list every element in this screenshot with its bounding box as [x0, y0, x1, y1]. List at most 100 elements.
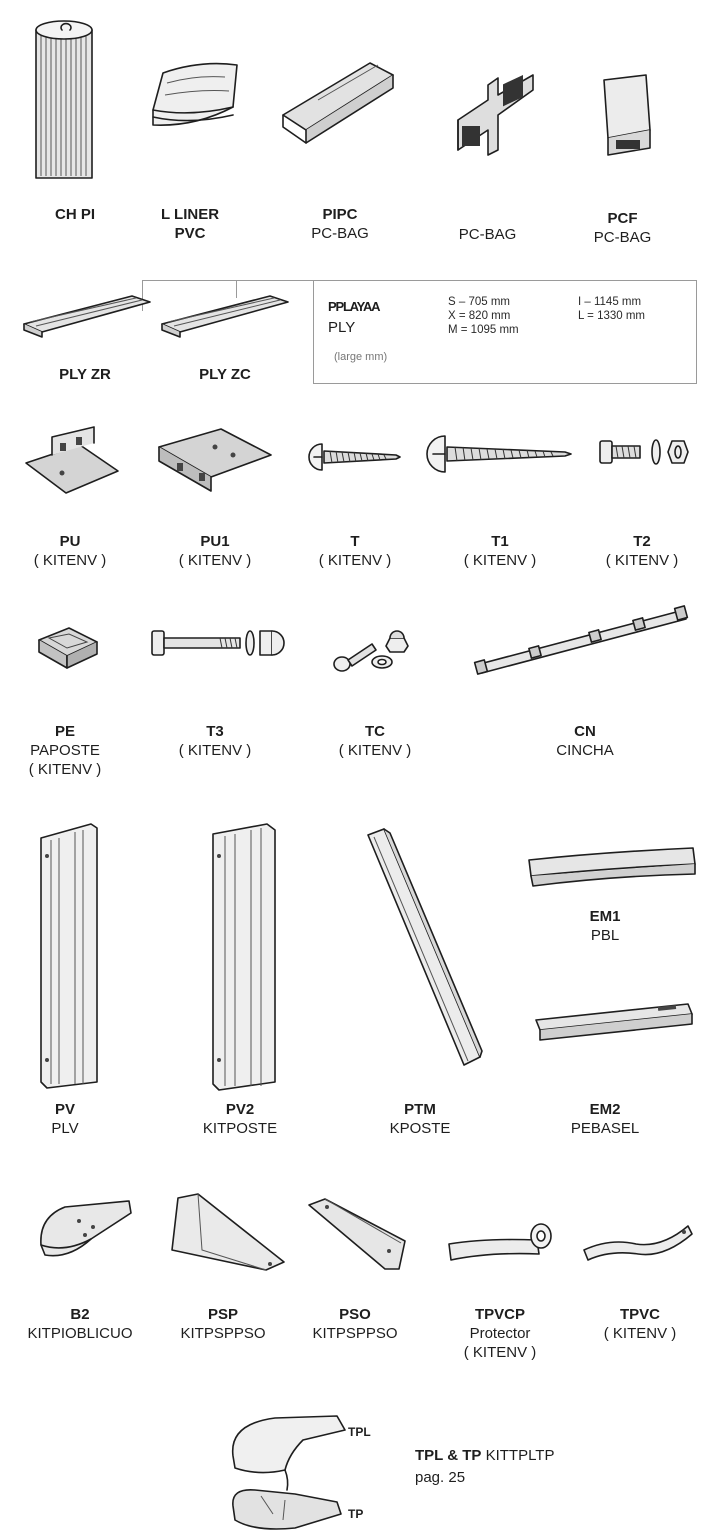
label-pe-sub2: ( KITENV ): [28, 761, 102, 778]
label-tc: TC ( KITENV ): [325, 722, 425, 760]
label-pc-bag-sub: PC-BAG: [458, 226, 517, 243]
label-pso-sub: KITPSPPSO: [312, 1325, 398, 1342]
label-tpvcp: TPVCP Protector ( KITENV ): [445, 1305, 555, 1362]
pso-bracket-image: [308, 1198, 406, 1270]
label-ptm: PTM KPOSTE: [370, 1100, 470, 1138]
pcf-profile-image: [603, 74, 651, 156]
tpvc-strip-image: [583, 1225, 693, 1261]
tc-bolt-set-image: [333, 630, 409, 672]
label-tpvc-code: TPVC: [619, 1306, 660, 1323]
label-pcf-code: PCF: [607, 210, 638, 227]
label-pso-code: PSO: [339, 1306, 371, 1323]
label-ply-zc-code: PLY ZC: [199, 366, 251, 383]
label-em2: EM2 PEBASEL: [555, 1100, 655, 1138]
ply-dim-i: I – 1145 mm: [578, 296, 642, 308]
label-ch-pi: CH PI: [35, 205, 115, 224]
cn-strap-image: [473, 605, 689, 675]
label-pipc: PIPC PC-BAG: [295, 205, 385, 243]
ptm-post-image: [367, 828, 483, 1066]
tpl-part-label: TPL: [348, 1425, 371, 1439]
label-t1-code: T1: [491, 533, 509, 550]
ply-zc-connector-line: [236, 280, 238, 298]
label-em2-sub: PEBASEL: [570, 1120, 640, 1137]
pv2-post-image: [212, 823, 276, 1091]
label-t-code: T: [350, 533, 360, 550]
label-cn: CN CINCHA: [535, 722, 635, 760]
label-t2-sub: ( KITENV ): [605, 552, 679, 569]
label-pipc-sub: PC-BAG: [311, 225, 369, 242]
pc-bag-profile-image: [457, 74, 534, 156]
label-t3-sub: ( KITENV ): [178, 742, 252, 759]
label-t: T ( KITENV ): [305, 532, 405, 570]
tpl-caption-bold: TPL & TP: [415, 1447, 482, 1464]
tpl-caption-page: pag. 25: [415, 1469, 466, 1486]
label-psp-sub: KITPSPPSO: [180, 1325, 266, 1342]
em1-profile-image: [528, 847, 696, 887]
label-pv-sub: PLV: [51, 1120, 79, 1137]
ply-dimensions-box: PPLAYAA PLY (large mm) S – 705 mm X = 82…: [313, 280, 697, 384]
label-l-liner: L LINER PVC: [145, 205, 235, 243]
label-b2-code: B2: [70, 1306, 90, 1323]
t-screw-image: [308, 443, 401, 471]
label-pe-code: PE: [54, 723, 75, 740]
label-em1: EM1 PBL: [555, 907, 655, 945]
label-b2: B2 KITPIOBLICUO: [15, 1305, 145, 1343]
label-pe-sub: PAPOSTE: [30, 742, 100, 759]
em2-profile-image: [535, 1003, 693, 1041]
label-pv-code: PV: [54, 1101, 75, 1118]
label-b2-sub: KITPIOBLICUO: [27, 1325, 133, 1342]
ply-box-sub: PLY: [328, 319, 356, 336]
t1-screw-image: [426, 435, 572, 473]
psp-bracket-image: [171, 1193, 285, 1271]
label-ply-zr: PLY ZR: [35, 365, 135, 384]
label-pu1-code: PU1: [200, 533, 230, 550]
label-t3: T3 ( KITENV ): [165, 722, 265, 760]
l-liner-folded-image: [152, 62, 238, 126]
pu-bracket-image: [25, 426, 119, 494]
ch-pi-roll-image: [35, 20, 93, 179]
label-t2-code: T2: [633, 533, 651, 550]
ply-zr-connector-line: [142, 280, 314, 311]
label-pv: PV PLV: [15, 1100, 115, 1138]
label-psp-code: PSP: [207, 1306, 238, 1323]
label-t1: T1 ( KITENV ): [450, 532, 550, 570]
label-pv2: PV2 KITPOSTE: [190, 1100, 290, 1138]
label-tc-code: TC: [365, 723, 385, 740]
label-pv2-sub: KITPOSTE: [202, 1120, 278, 1137]
label-t2: T2 ( KITENV ): [592, 532, 692, 570]
label-pso: PSO KITPSPPSO: [300, 1305, 410, 1343]
label-tpvc-sub: ( KITENV ): [603, 1325, 677, 1342]
t2-bolt-set-image: [599, 439, 689, 465]
ply-zc-panel-image: [161, 295, 289, 338]
label-l-liner-code: L LINER: [160, 206, 220, 223]
label-cn-sub: CINCHA: [556, 742, 614, 759]
label-tpvcp-sub2: ( KITENV ): [463, 1344, 537, 1361]
label-t1-sub: ( KITENV ): [463, 552, 537, 569]
label-pcf-sub: PC-BAG: [593, 229, 652, 246]
label-t-sub: ( KITENV ): [318, 552, 392, 569]
label-ptm-sub: KPOSTE: [389, 1120, 451, 1137]
tpl-caption-rest: KITTPLTP: [485, 1447, 555, 1464]
tpvcp-protector-image: [448, 1223, 552, 1261]
label-tpvcp-code: TPVCP: [474, 1306, 525, 1323]
label-ply-zr-code: PLY ZR: [59, 366, 111, 383]
label-pipc-code: PIPC: [322, 206, 358, 223]
label-pcf: PCF PC-BAG: [575, 209, 670, 247]
label-tc-sub: ( KITENV ): [338, 742, 412, 759]
label-l-liner-sub: PVC: [174, 225, 206, 242]
label-ptm-code: PTM: [404, 1101, 436, 1118]
ply-zr-panel-image: [23, 295, 151, 338]
ply-dim-l: L = 1330 mm: [578, 310, 646, 322]
label-ch-pi-code: CH PI: [54, 206, 95, 223]
pe-post-base-image: [38, 627, 98, 669]
label-pu1-sub: ( KITENV ): [178, 552, 252, 569]
label-em1-sub: PBL: [590, 927, 620, 944]
label-pv2-code: PV2: [225, 1101, 255, 1118]
b2-cap-image: [40, 1200, 132, 1257]
pu1-bracket-image: [158, 428, 272, 492]
label-tpvc: TPVC ( KITENV ): [585, 1305, 695, 1343]
ply-dim-s: S – 705 mm: [448, 296, 510, 308]
label-t3-code: T3: [206, 723, 224, 740]
ply-dim-m: M = 1095 mm: [448, 324, 519, 336]
label-psp: PSP KITPSPPSO: [168, 1305, 278, 1343]
